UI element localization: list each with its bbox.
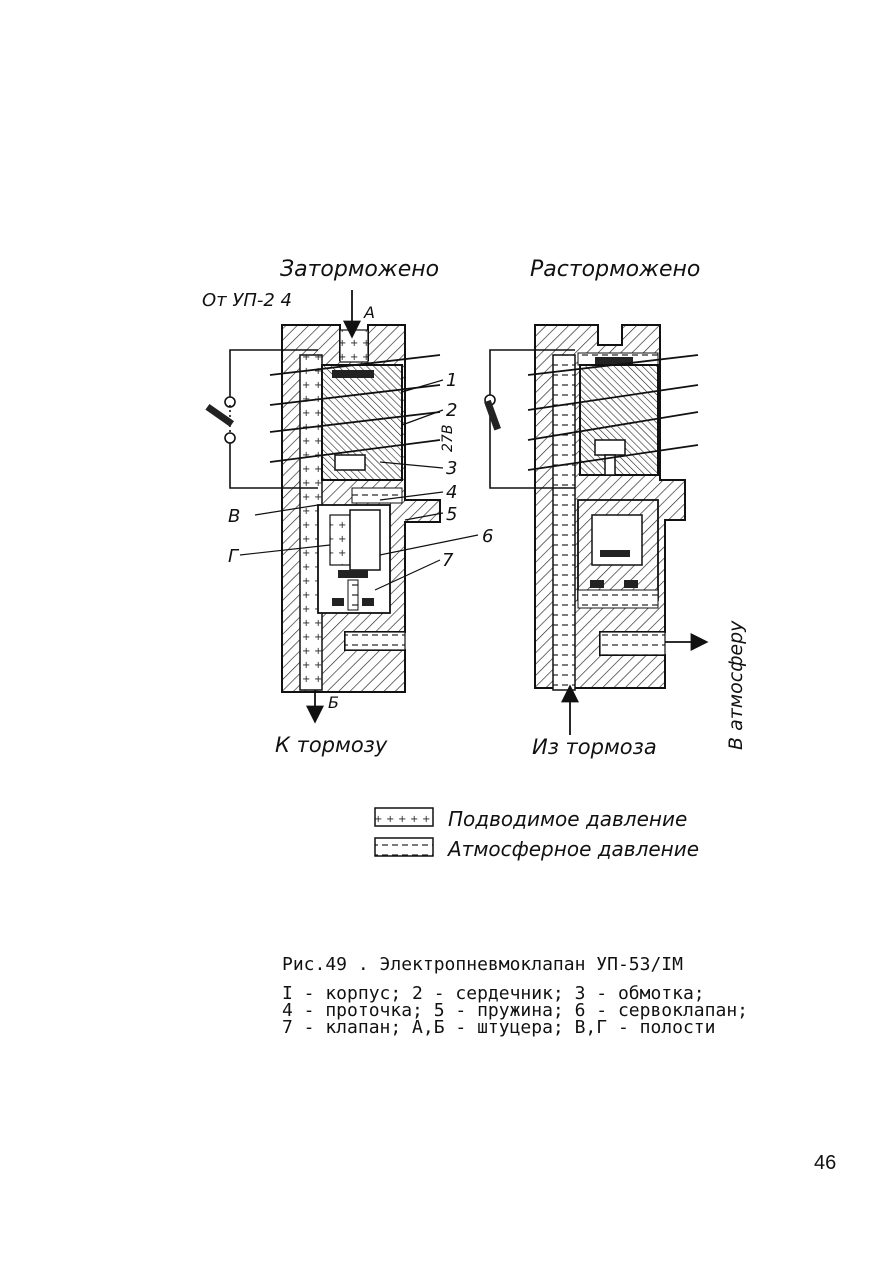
left-title: Заторможено: [280, 257, 439, 282]
callout-1: 1: [446, 370, 457, 391]
right-switch: [484, 399, 501, 431]
callout-2: 2: [446, 400, 457, 421]
legend-supplied-swatch: [374, 807, 434, 827]
to-atmosphere-label: В атмосферу: [725, 620, 747, 750]
from-brake-label: Из тормоза: [532, 735, 657, 759]
callout-4: 4: [446, 482, 457, 503]
left-switch: [205, 403, 235, 427]
to-brake-label: К тормозу: [275, 733, 388, 757]
callout-7: 7: [442, 550, 454, 571]
figure-caption-line-2: 4 - проточка; 5 - пружина; 6 - сервоклап…: [282, 1000, 748, 1021]
left-coil-winding: [269, 354, 441, 463]
right-title: Расторможено: [530, 257, 700, 282]
legend-atmospheric-swatch: [374, 837, 434, 857]
legend: Подводимое давление Атмосферное давление: [374, 807, 699, 861]
voltage-label: 27В: [440, 425, 456, 452]
figure-caption-line-1: I - корпус; 2 - сердечник; 3 - обмотка;: [282, 983, 705, 1004]
cavity-g-label: Г: [228, 546, 240, 567]
right-valve: [527, 324, 699, 691]
figure-caption-line-3: 7 - клапан; А,Б - штуцера; В,Г - полости: [282, 1017, 716, 1038]
port-b-label: Б: [328, 693, 339, 712]
cavity-v-label: В: [228, 506, 240, 527]
left-valve: [269, 324, 441, 693]
legend-atmospheric-label: Атмосферное давление: [446, 837, 699, 861]
callout-6: 6: [482, 526, 493, 547]
electrical-circuit: [224, 349, 318, 489]
port-a-label: А: [363, 303, 375, 322]
right-electrical-circuit: [484, 349, 575, 489]
callout-3: 3: [446, 458, 457, 479]
right-coil-winding: [527, 354, 699, 471]
page-number: 46: [814, 1152, 837, 1174]
figure-caption-title: Рис.49 . Электропневмоклапан УП-53/IМ: [282, 954, 683, 975]
legend-supplied-label: Подводимое давление: [448, 807, 687, 831]
callout-5: 5: [446, 504, 457, 525]
input-source-label: От УП-2 4: [202, 290, 292, 311]
